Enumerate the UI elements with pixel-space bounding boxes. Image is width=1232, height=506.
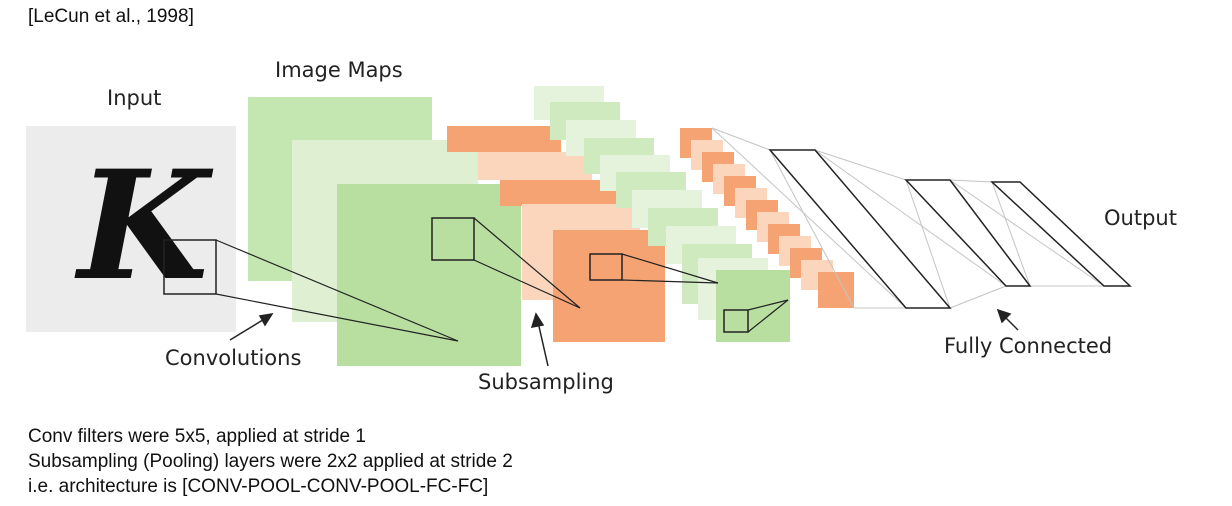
label-fully-connected: Fully Connected	[944, 334, 1113, 358]
s4-map-front	[818, 272, 854, 308]
output-layer	[990, 181, 1132, 287]
note-conv-filters: Conv filters were 5x5, applied at stride…	[28, 426, 366, 447]
citation: [LeCun et al., 1998]	[28, 6, 194, 27]
label-image-maps: Image Maps	[275, 58, 403, 82]
note-architecture: i.e. architecture is [CONV-POOL-CONV-POO…	[28, 476, 489, 497]
input-image-panel	[26, 126, 236, 332]
fc-connections	[711, 127, 1105, 309]
label-input: Input	[107, 86, 162, 110]
c3-map-front	[716, 270, 790, 342]
fc-layer-2	[904, 179, 1032, 287]
c3-receptive-field	[723, 309, 749, 333]
label-convolutions: Convolutions	[165, 346, 302, 370]
input-glyph: K	[74, 138, 214, 314]
note-subsampling: Subsampling (Pooling) layers were 2x2 ap…	[28, 451, 513, 472]
input-receptive-field	[163, 239, 217, 295]
fc-layer-1	[768, 149, 952, 309]
notes: Conv filters were 5x5, applied at stride…	[28, 424, 513, 499]
pointer-arrows	[229, 308, 1019, 367]
label-output: Output	[1104, 206, 1177, 230]
lenet-architecture-diagram: K	[26, 86, 1132, 367]
c1-map-front	[337, 184, 521, 366]
s2-map-2	[478, 152, 592, 180]
label-subsampling: Subsampling	[478, 370, 614, 394]
s2-receptive-field	[589, 253, 623, 281]
c1-receptive-field	[431, 217, 475, 261]
s2-map-1	[447, 126, 561, 152]
projection-lines	[215, 217, 789, 342]
s2-map-front	[553, 230, 665, 342]
